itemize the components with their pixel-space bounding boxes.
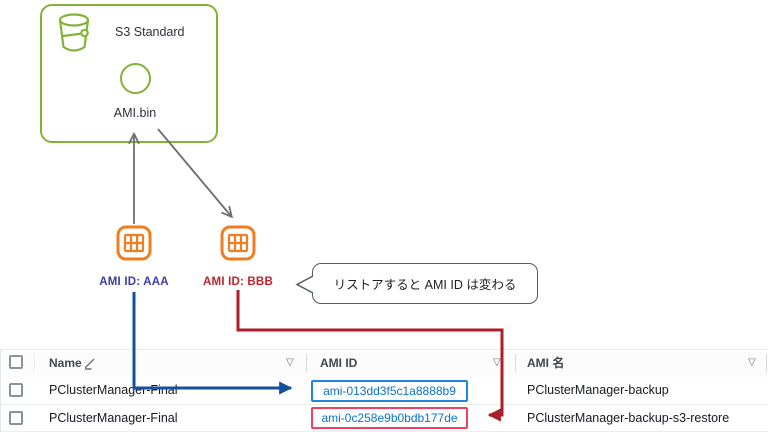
ami-restored-icon xyxy=(220,225,256,261)
row-checkbox[interactable] xyxy=(9,383,23,397)
ami-id-bbb-label: AMI ID: BBB xyxy=(203,276,273,288)
ami-id-link-blue[interactable]: ami-013dd3f5c1a8888b9 xyxy=(311,380,468,402)
name-cell: PClusterManager-Final xyxy=(49,411,178,425)
table-header: Name ▽ AMI ID ▽ AMI 名 ▽ xyxy=(1,349,768,378)
ami-id-aaa-label: AMI ID: AAA xyxy=(99,276,169,288)
name-cell: PClusterManager-Final xyxy=(49,383,178,397)
s3-object-circle-icon xyxy=(120,63,151,94)
s3-box-title: S3 Standard xyxy=(115,25,185,39)
column-divider xyxy=(34,354,35,372)
s3-bucket-icon xyxy=(58,13,90,52)
column-divider xyxy=(515,354,516,372)
column-divider xyxy=(766,354,767,372)
ami-name-cell: PClusterManager-backup xyxy=(527,383,669,397)
ami-table: Name ▽ AMI ID ▽ AMI 名 ▽ PClusterManager-… xyxy=(0,349,768,432)
s3-bucket-box: S3 Standard AMI.bin xyxy=(40,4,218,143)
sort-icon-name[interactable]: ▽ xyxy=(286,357,294,368)
table-row: PClusterManager-Final ami-013dd3f5c1a888… xyxy=(1,377,768,405)
callout-tail xyxy=(295,275,314,294)
sort-icon-ami-name[interactable]: ▽ xyxy=(748,357,756,368)
callout-bubble: リストアすると AMI ID は変わる xyxy=(312,263,538,304)
column-header-ami-name[interactable]: AMI 名 xyxy=(527,356,565,370)
ami-original-icon xyxy=(116,225,152,261)
ami-bin-label: AMI.bin xyxy=(113,106,157,120)
callout-text: リストアすると AMI ID は変わる xyxy=(333,278,517,292)
ami-id-link-pink[interactable]: ami-0c258e9b0bdb177de xyxy=(311,407,468,429)
column-header-ami-id[interactable]: AMI ID xyxy=(320,356,358,370)
edit-pencil-icon xyxy=(84,358,95,370)
column-header-name[interactable]: Name xyxy=(49,356,82,370)
select-all-checkbox[interactable] xyxy=(9,355,23,369)
ami-name-cell: PClusterManager-backup-s3-restore xyxy=(527,411,730,425)
row-checkbox[interactable] xyxy=(9,411,23,425)
column-divider xyxy=(306,354,307,372)
table-row: PClusterManager-Final ami-0c258e9b0bdb17… xyxy=(1,405,768,432)
sort-icon-ami-id[interactable]: ▽ xyxy=(493,357,501,368)
